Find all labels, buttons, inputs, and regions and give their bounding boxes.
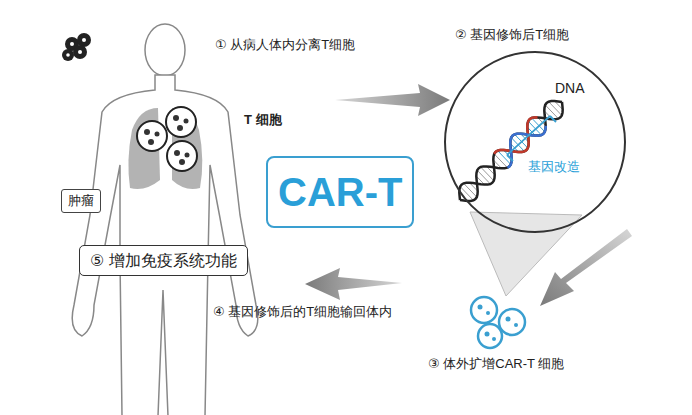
title-box: CAR-T — [266, 156, 414, 228]
dna-rung — [477, 170, 490, 184]
dna-strand — [459, 102, 562, 200]
node-text: 肿瘤 — [68, 193, 94, 209]
node-text: DNA — [555, 80, 585, 96]
step-label: T 细胞 — [244, 112, 282, 128]
dna-rung — [464, 183, 477, 197]
cell-icon — [62, 33, 91, 61]
node-text: ⑤ 增加免疫系统功能 — [90, 251, 237, 270]
process-arrow — [335, 84, 450, 116]
head — [145, 24, 185, 76]
magnify-circle: DNA 基因改造 — [443, 50, 627, 234]
dna-rung — [481, 167, 494, 181]
dna-rung — [532, 118, 545, 132]
circle-outline — [443, 50, 627, 234]
magnifier-cone — [470, 212, 582, 296]
dna-strand — [460, 101, 562, 201]
car-t-cells — [471, 297, 525, 348]
step-label: ④ 基因修饰后的T细胞输回体内 — [213, 304, 392, 320]
result-box: ⑤ 增加免疫系统功能 — [79, 245, 248, 276]
node-text: CAR-T — [278, 168, 402, 216]
body-outline — [72, 75, 258, 415]
node-text: 基因改造 — [528, 158, 580, 176]
tumor-box: 肿瘤 — [61, 189, 101, 213]
step-label: ③ 体外扩增CAR-T 细胞 — [428, 356, 564, 372]
step-label: ① 从病人体内分离T细胞 — [215, 37, 355, 53]
dna-rung — [549, 102, 562, 116]
bracket — [507, 116, 556, 161]
car-t-cell-dots — [478, 305, 519, 342]
t-cells — [137, 107, 197, 171]
step-label: ② 基因修饰后T细胞 — [455, 27, 569, 43]
dna-rung — [494, 154, 507, 168]
process-arrow — [305, 268, 402, 300]
dna-helix — [459, 101, 562, 201]
t-cell-dots — [144, 115, 190, 165]
